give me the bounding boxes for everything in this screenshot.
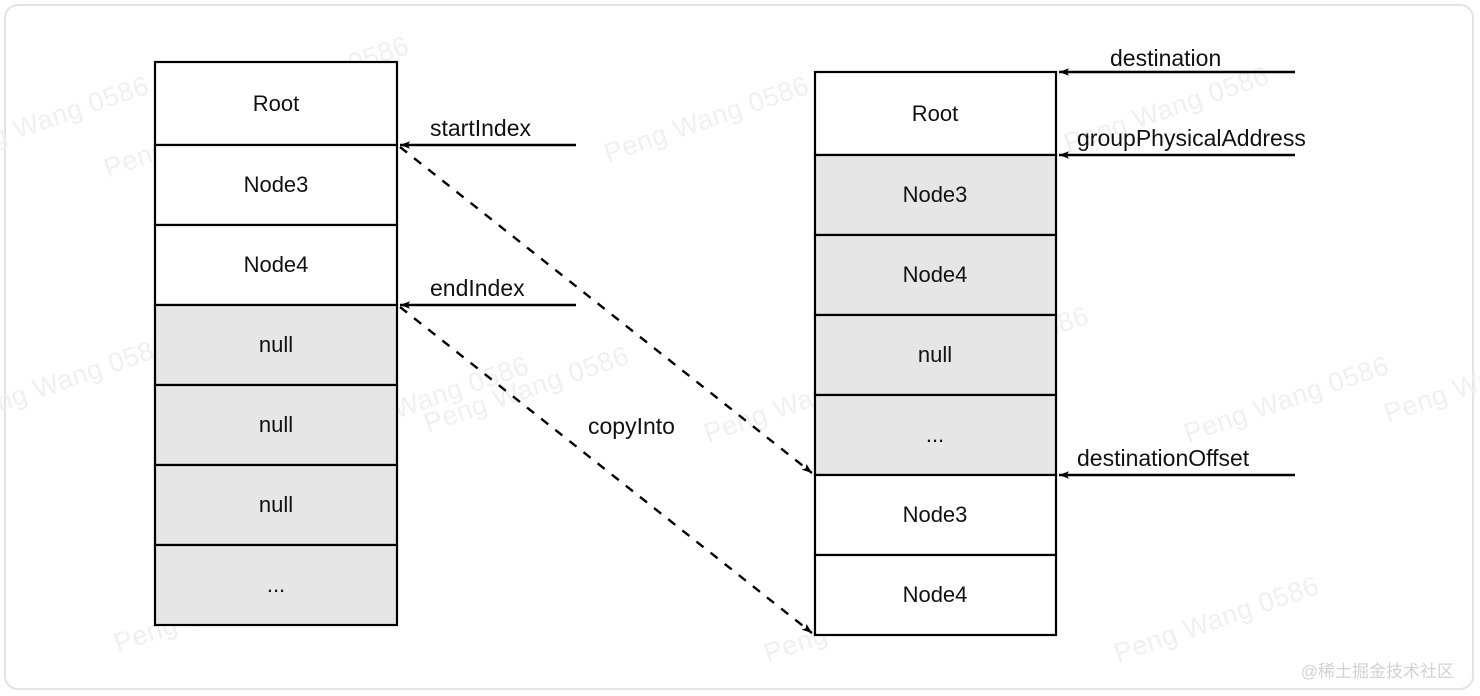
attribution-text: @稀土掘金技术社区 xyxy=(1300,662,1454,681)
destination-cell-4-rect xyxy=(813,393,1058,477)
source-cell-3-rect xyxy=(153,303,399,387)
source-cell-5-label: null xyxy=(259,492,293,517)
source-cell-1-label: Node3 xyxy=(244,172,309,197)
source-cell-5-rect xyxy=(153,463,399,547)
source-cell-2-label: Node4 xyxy=(244,252,309,277)
source-cell-3-label: null xyxy=(259,332,293,357)
source-cell-1-rect xyxy=(153,143,399,227)
group-physical-address-label: groupPhysicalAddress xyxy=(1077,125,1306,151)
pointer-end-index: endIndex xyxy=(400,275,576,309)
source-cell-6-label: ... xyxy=(267,572,285,597)
pointer-destination: destination xyxy=(1059,45,1295,76)
pointer-group-physical-address: groupPhysicalAddress xyxy=(1059,125,1306,159)
start-index-label: startIndex xyxy=(430,115,531,141)
source-cell-0-label: Root xyxy=(253,91,299,116)
copy-into-label: copyInto xyxy=(588,413,675,439)
destination-offset-label: destinationOffset xyxy=(1077,445,1250,471)
destination-cell-5-label: Node3 xyxy=(903,502,968,527)
copy-into-relation: copyInto xyxy=(399,146,813,634)
pointer-start-index: startIndex xyxy=(400,115,576,149)
copy-into-arrow-lower xyxy=(399,306,813,634)
destination-cell-6-rect xyxy=(813,553,1058,637)
pointer-destination-offset: destinationOffset xyxy=(1059,445,1295,479)
destination-cell-4-label: ... xyxy=(926,422,944,447)
destination-cell-1-label: Node3 xyxy=(903,182,968,207)
source-array: Root Node3 Node4 null null null ... xyxy=(153,60,399,627)
destination-cell-0-rect xyxy=(813,70,1058,157)
destination-array: Root Node3 Node4 null ... Node3 Node4 xyxy=(813,70,1058,637)
copy-into-arrow-upper xyxy=(399,146,813,474)
source-cell-6-rect xyxy=(153,543,399,627)
source-cell-2-rect xyxy=(153,223,399,307)
destination-cell-1-rect xyxy=(813,153,1058,237)
end-index-label: endIndex xyxy=(430,275,525,301)
source-cell-4-label: null xyxy=(259,412,293,437)
destination-cell-3-rect xyxy=(813,313,1058,397)
destination-cell-3-label: null xyxy=(918,342,952,367)
destination-label: destination xyxy=(1110,45,1221,71)
destination-cell-2-label: Node4 xyxy=(903,262,968,287)
destination-cell-0-label: Root xyxy=(912,101,958,126)
destination-cell-6-label: Node4 xyxy=(903,582,968,607)
